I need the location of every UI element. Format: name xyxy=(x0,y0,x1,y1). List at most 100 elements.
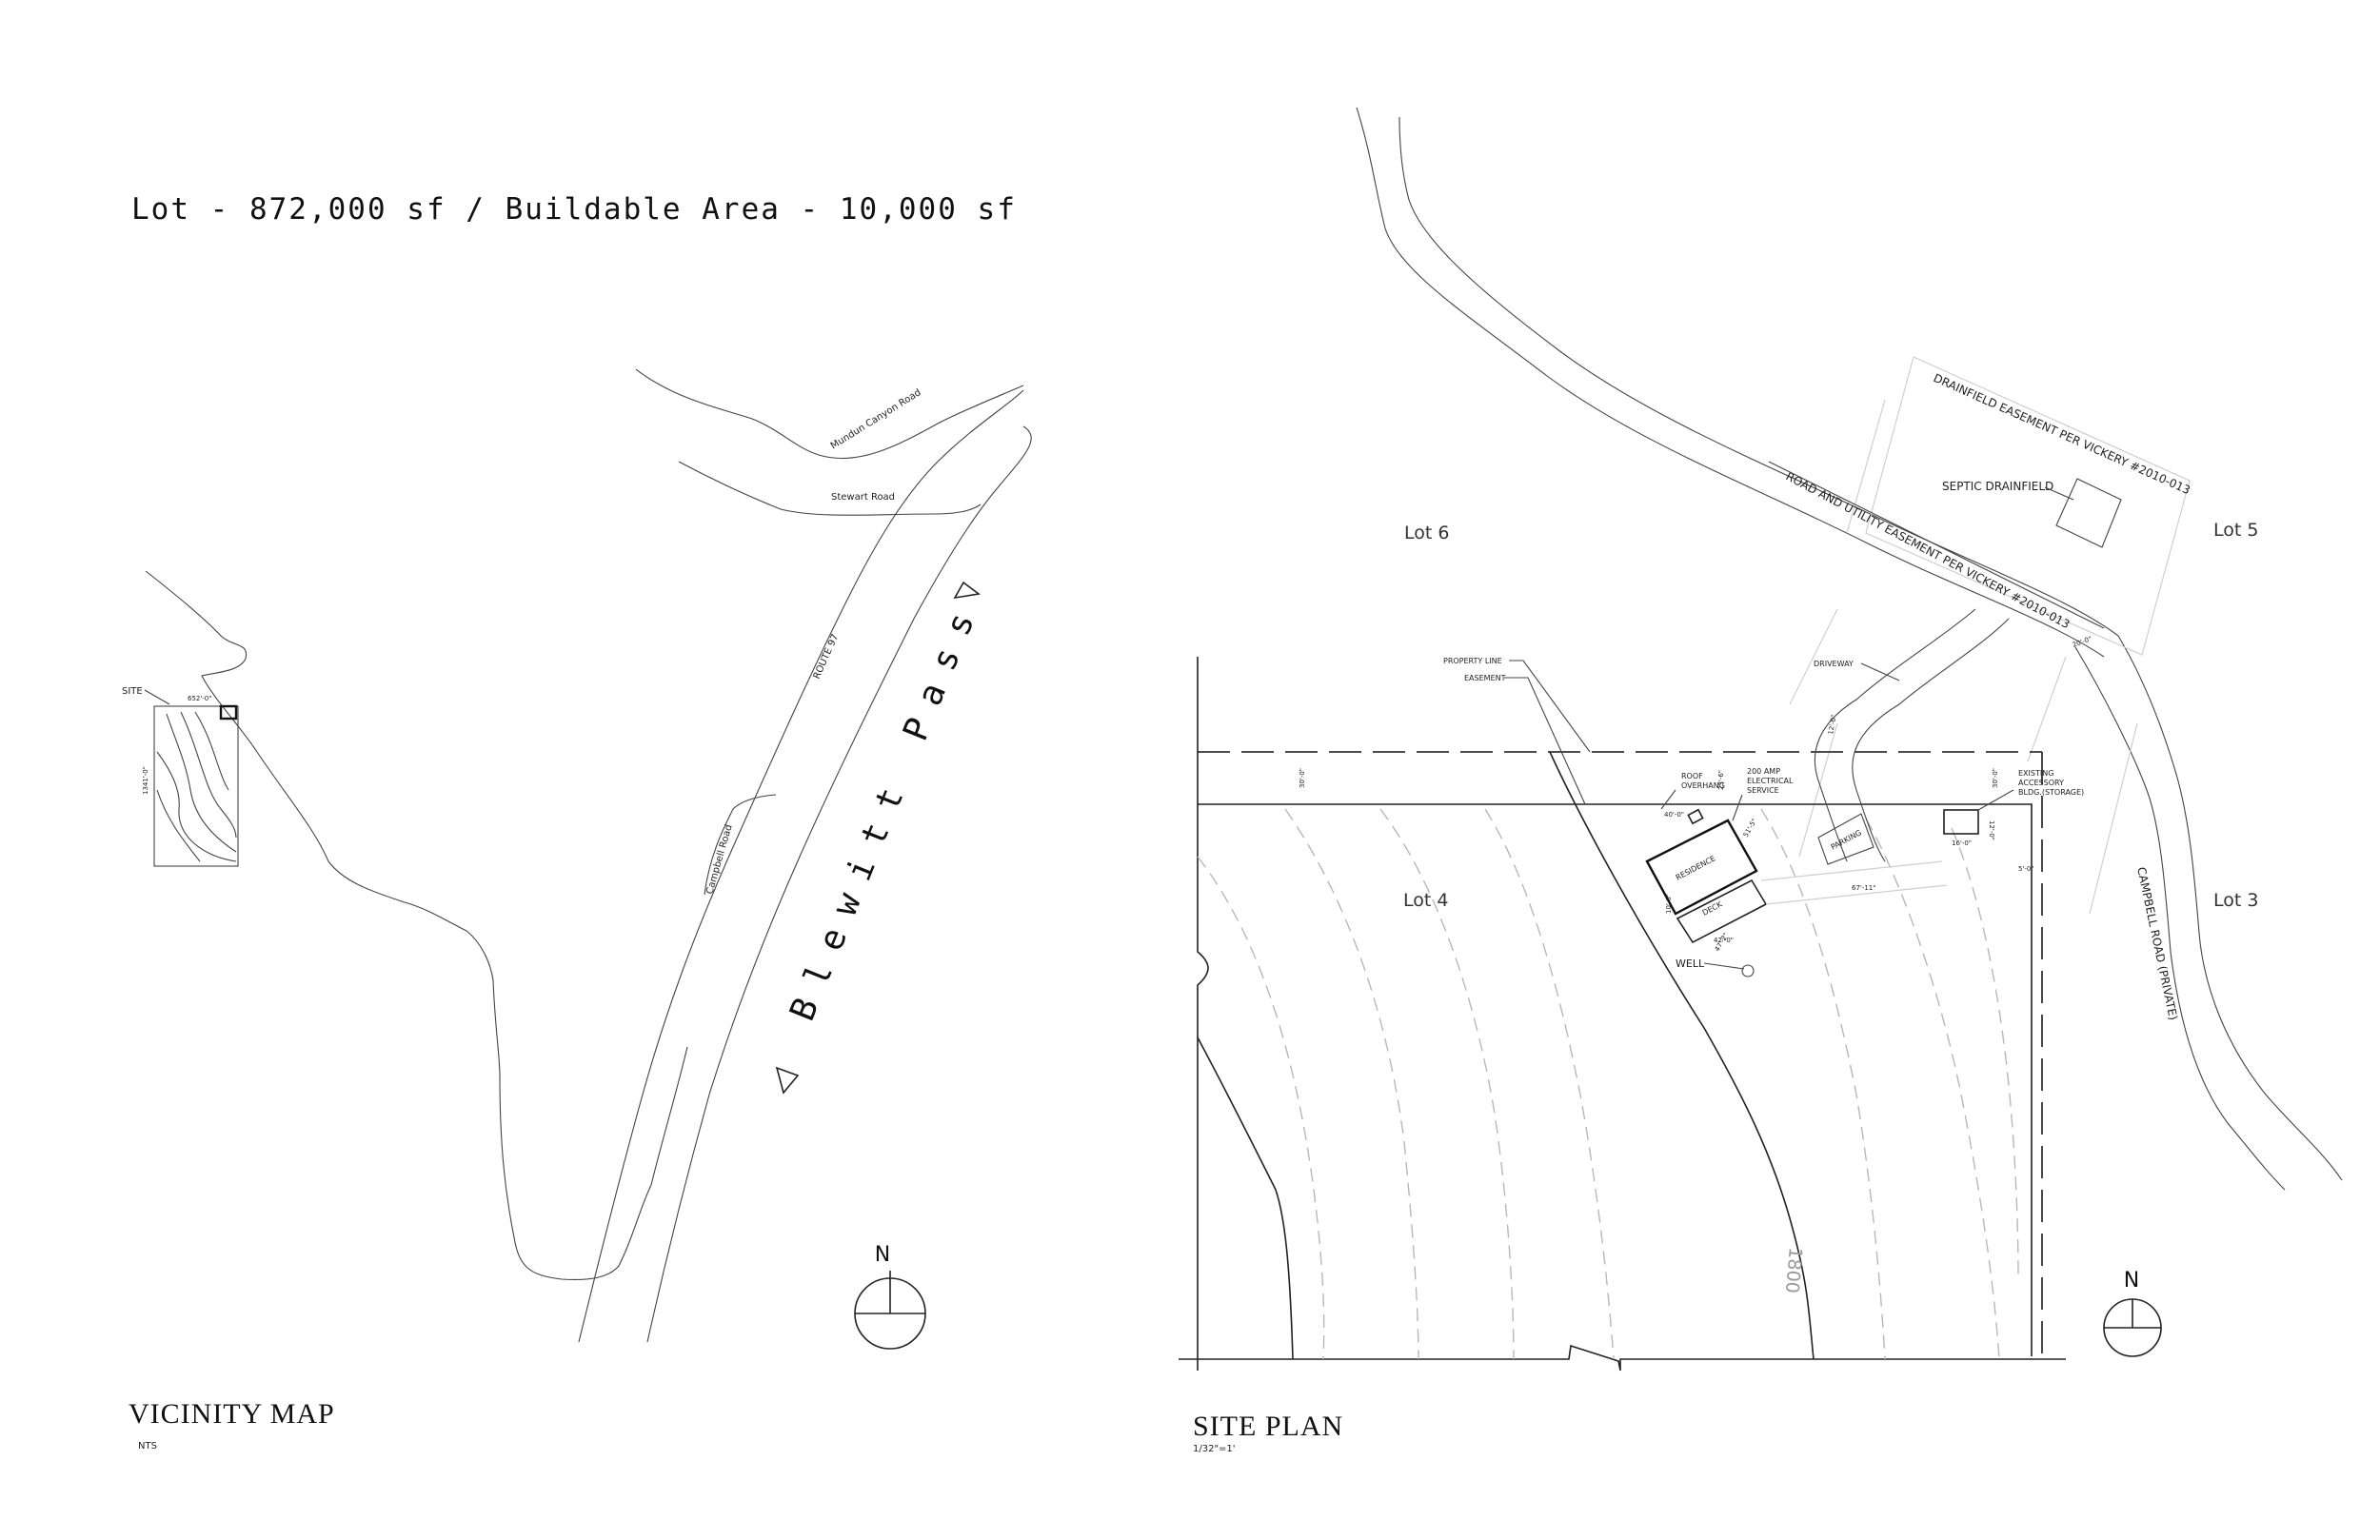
inset-contour-3 xyxy=(180,711,237,839)
parking-label: PARKING xyxy=(1830,828,1863,851)
drainfield-easement xyxy=(1865,356,2191,656)
contour-3 xyxy=(1379,808,1515,1360)
site-plan: CAMPBELL ROAD (PRIVATE) DRAINFIELD EASEM… xyxy=(1179,107,2343,1454)
mundun-canyon-road-label: Mundun Canyon Road xyxy=(829,387,923,451)
septic-drainfield-box xyxy=(2055,478,2122,548)
dim-to-accessory: 67'-11" xyxy=(1852,884,1875,892)
site-plan-scale: 1/32"=1' xyxy=(1193,1444,1236,1454)
inset-contour-1 xyxy=(166,713,237,853)
dim-residence: 23'-6" xyxy=(1717,770,1725,790)
accessory-height-dim: 12'-0" xyxy=(1988,820,1995,840)
route-97-label: ROUTE 97 xyxy=(812,633,842,681)
inset-contour-4 xyxy=(194,711,229,791)
terrain-outline xyxy=(145,570,688,1280)
roof-overhang-label-2: OVERHANG xyxy=(1681,781,1725,790)
upper-road-west-edge xyxy=(1356,107,2105,658)
inset-contour-2 xyxy=(156,751,237,862)
contour-4 xyxy=(1484,808,1615,1360)
inset-width-dim: 652'-0" xyxy=(188,695,211,702)
lot-summary-text: Lot - 872,000 sf / Buildable Area - 10,0… xyxy=(131,192,1017,227)
lot-6-label: Lot 6 xyxy=(1404,523,1449,543)
pass-marker-north-icon xyxy=(953,581,981,600)
electrical-leader xyxy=(1732,794,1743,821)
residence-footprint xyxy=(1645,819,1758,916)
campbell-road-line xyxy=(704,794,777,896)
easement-label: EASEMENT xyxy=(1464,674,1506,682)
septic-leader xyxy=(2044,486,2074,501)
well-label: WELL xyxy=(1676,958,1705,970)
accessory-label-1: EXISTING xyxy=(2018,769,2053,778)
site-plan-title: SITE PLAN xyxy=(1193,1411,1343,1442)
accessory-width-dim: 16'-0" xyxy=(1952,839,1972,847)
property-line-inner xyxy=(1198,803,2033,1356)
site-inset: SITE 652'-0" 1341'-0" xyxy=(122,686,239,867)
property-line-leader xyxy=(1509,660,1591,753)
terrain-line-west xyxy=(1197,1037,1294,1360)
lot-4-label: Lot 4 xyxy=(1403,890,1448,911)
contour-1800-label: 1800 xyxy=(1781,1247,1806,1294)
dim-driveway-width: 12'-0" xyxy=(1827,714,1838,735)
well-icon xyxy=(1741,964,1755,977)
dim-road-width: 20'-0" xyxy=(2072,635,2092,649)
accessory-building xyxy=(1943,809,1979,835)
dim-residence-side: 51'-5" xyxy=(1742,818,1758,839)
contour-7 xyxy=(1951,827,2019,1276)
dim-setback-mid: 30'-0" xyxy=(1992,768,1999,788)
road-easement-line xyxy=(1768,461,2105,629)
electrical-label-1: 200 AMP xyxy=(1747,767,1780,776)
campbell-road-west-edge xyxy=(2074,646,2286,1191)
contour-1 xyxy=(1197,856,1325,1360)
dim-residence-top: 40'-0" xyxy=(1664,811,1684,819)
driveway-east-edge xyxy=(1852,618,2010,862)
north-cross-icon xyxy=(855,1271,925,1314)
contour-2 xyxy=(1284,808,1419,1360)
vicinity-scale: NTS xyxy=(138,1441,157,1451)
inset-boundary xyxy=(153,705,239,867)
road-utility-easement-label: ROAD AND UTILITY EASEMENT PER VICKERY #2… xyxy=(1784,469,2073,631)
accessory-leader xyxy=(1977,789,2014,811)
campbell-road-label: CAMPBELL ROAD (PRIVATE) xyxy=(2134,866,2180,1021)
campbell-road-east-edge xyxy=(2117,635,2343,1181)
campbell-road-label: Campbell Road xyxy=(704,823,734,896)
electrical-label-2: ELECTRICAL xyxy=(1747,777,1794,785)
residence-label: RESIDENCE xyxy=(1675,854,1717,881)
chimney xyxy=(1687,808,1704,825)
roof-overhang-label-1: ROOF xyxy=(1681,772,1703,780)
inset-contour-5 xyxy=(156,789,201,862)
stewart-road-line xyxy=(678,461,982,516)
parking-area xyxy=(1817,813,1874,865)
property-line-label: PROPERTY LINE xyxy=(1443,657,1502,665)
accessory-label-3: BLDG.(STORAGE) xyxy=(2018,788,2084,797)
north-letter: N xyxy=(875,1243,890,1267)
septic-label: SEPTIC DRAINFIELD xyxy=(1942,480,2053,493)
contour-6 xyxy=(1865,818,2000,1360)
property-line-south xyxy=(1179,1344,2066,1372)
site-label: SITE xyxy=(122,686,143,697)
driveway-leader xyxy=(1860,662,1900,681)
contour-5 xyxy=(1760,808,1886,1360)
north-letter: N xyxy=(2124,1269,2139,1293)
inset-height-dim: 1341'-0" xyxy=(142,766,149,795)
vicinity-map: Mundun Canyon Road Stewart Road ROUTE 97… xyxy=(122,368,1032,1451)
driveway-west-edge xyxy=(1814,608,1976,862)
north-cross-icon xyxy=(2104,1299,2161,1329)
property-line-west xyxy=(1197,657,1209,1371)
inset-site-marker xyxy=(219,704,238,721)
accessory-label-2: ACCESSORY xyxy=(2018,779,2064,787)
lot-3-label: Lot 3 xyxy=(2213,890,2258,911)
site-plan-north-arrow: N xyxy=(2103,1269,2162,1357)
mundun-canyon-road-line xyxy=(635,368,1024,460)
deck-label: DECK xyxy=(1701,899,1724,918)
site-leader-line xyxy=(144,689,170,705)
roof-overhang-leader xyxy=(1660,789,1676,810)
route-97-west-edge xyxy=(578,389,1024,1343)
easement-leader xyxy=(1504,677,1586,805)
dim-setback-left: 30'-0" xyxy=(1299,768,1306,788)
route-97-east-edge xyxy=(646,425,1032,1343)
vicinity-north-arrow: N xyxy=(854,1243,926,1350)
well-leader xyxy=(1703,962,1745,970)
dim-small: 10'-0" xyxy=(1665,894,1673,914)
upper-road-east-edge xyxy=(1398,116,2119,637)
dim-side-setback: 5'-0" xyxy=(2018,865,2034,873)
